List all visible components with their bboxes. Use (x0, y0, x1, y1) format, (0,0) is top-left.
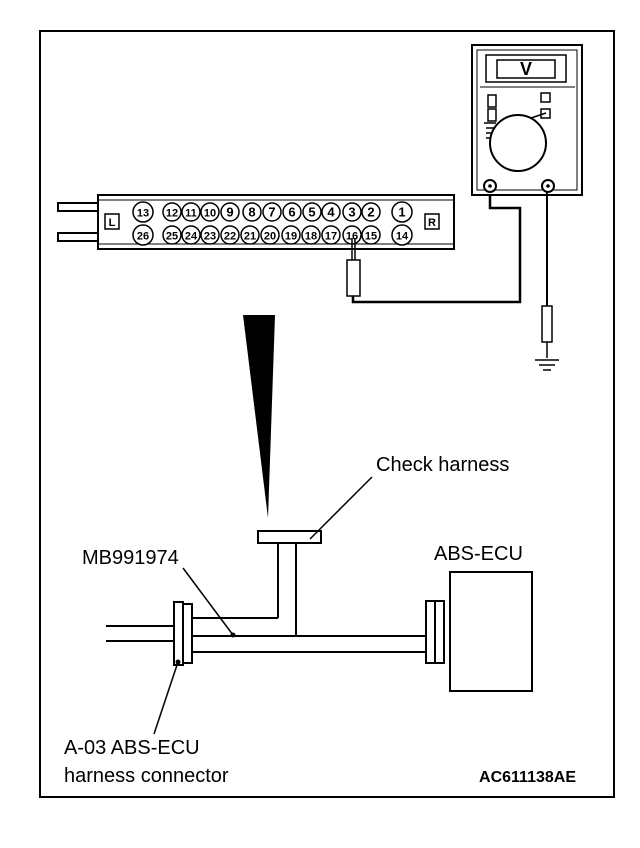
pin-label-8: 8 (248, 205, 255, 220)
t-adapter-harness (173, 543, 445, 666)
pin-label-2: 2 (367, 205, 374, 220)
mb991974-label: MB991974 (82, 547, 179, 569)
pin-20 (260, 225, 280, 245)
pin-2 (361, 202, 381, 222)
pin-1 (391, 201, 413, 223)
figure-code: AC611138AE (479, 769, 576, 786)
pin-21 (240, 225, 260, 245)
check-harness-label: Check harness (376, 454, 509, 476)
connector-label-line2: harness connector (64, 765, 229, 787)
pin-12 (162, 202, 182, 222)
diagram-frame (39, 30, 615, 798)
pin-23 (200, 225, 220, 245)
pin-label-22: 22 (224, 231, 236, 243)
pin-label-6: 6 (288, 205, 295, 220)
pin-label-15: 15 (365, 231, 377, 243)
pin-label-14: 14 (396, 231, 409, 243)
abs-ecu-label: ABS-ECU (434, 543, 523, 565)
pin-15 (361, 225, 381, 245)
pin-label-7: 7 (268, 205, 275, 220)
probe-lead-wire (351, 188, 522, 304)
pin-22 (220, 225, 240, 245)
connector-left-marker (104, 213, 120, 230)
pin-18 (301, 225, 321, 245)
pin-label-11: 11 (185, 208, 197, 220)
check-harness-leader (309, 476, 373, 540)
ground-lead (541, 192, 553, 358)
pin-label-9: 9 (226, 205, 233, 220)
pin-19 (281, 225, 301, 245)
voltmeter-display-value: V (520, 59, 532, 79)
voltmeter: V (471, 44, 583, 196)
pin-label-18: 18 (305, 231, 317, 243)
pin-10 (200, 202, 220, 222)
connector-left-marker-label: L (109, 217, 116, 229)
abs-ecu-box (449, 571, 533, 692)
pin-26 (132, 224, 154, 246)
pin-label-3: 3 (348, 205, 355, 220)
pin-9 (220, 202, 240, 222)
pin-label-26: 26 (137, 231, 149, 243)
direction-wedge-icon (243, 315, 275, 518)
mb991974-leader (182, 567, 234, 636)
pin-label-23: 23 (204, 231, 216, 243)
check-harness-connector (257, 530, 322, 544)
pin-25 (162, 225, 182, 245)
pin-11 (181, 202, 201, 222)
pin-label-24: 24 (185, 231, 198, 243)
pin-6 (282, 202, 302, 222)
pin-label-19: 19 (285, 231, 297, 243)
pin-7 (262, 202, 282, 222)
ground-symbol-icon (535, 359, 559, 371)
pin-label-25: 25 (166, 231, 178, 243)
pin-3 (342, 202, 362, 222)
connector-label-leader (153, 661, 179, 735)
pin-label-1: 1 (398, 205, 405, 220)
pin-17 (321, 225, 341, 245)
pin-8 (242, 202, 262, 222)
connector-label-line1: A-03 ABS-ECU (64, 737, 200, 759)
pin-label-4: 4 (327, 205, 335, 220)
pin-label-5: 5 (308, 205, 315, 220)
pin-5 (302, 202, 322, 222)
pin-14 (391, 224, 413, 246)
connector-right-marker (424, 213, 440, 230)
pin-4 (321, 202, 341, 222)
connector-right-marker-label: R (428, 217, 436, 229)
pin-label-13: 13 (137, 208, 149, 220)
pin-label-20: 20 (264, 231, 276, 243)
pin-label-17: 17 (325, 231, 337, 243)
pin-13 (132, 201, 154, 223)
pin-label-10: 10 (204, 208, 216, 220)
voltmeter-dial (489, 114, 547, 172)
pin-label-12: 12 (166, 208, 178, 220)
pin-label-21: 21 (244, 231, 256, 243)
pin-24 (181, 225, 201, 245)
